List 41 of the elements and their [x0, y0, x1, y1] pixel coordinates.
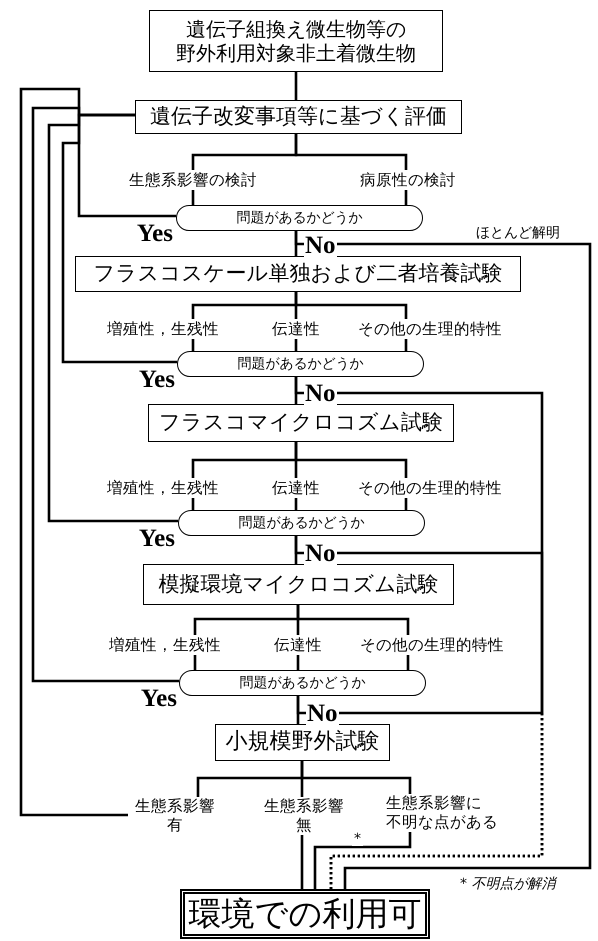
edge-label: ほとんど解明	[474, 226, 562, 240]
branch-text: 伝達性	[272, 635, 324, 655]
process-box: 遺伝子組換え微生物等の野外利用対象非土着微生物	[149, 10, 443, 72]
connector-line	[300, 761, 412, 794]
connector-line	[192, 190, 194, 205]
process-box: フラスコマイクロコズム試験	[148, 404, 454, 442]
connector-line	[294, 134, 408, 170]
connector-line	[406, 655, 410, 670]
decision-pill: 問題があるかどうか	[179, 670, 426, 696]
connector-line	[294, 72, 298, 100]
connector-line	[294, 339, 298, 351]
connector-line	[294, 231, 592, 889]
process-box: 模擬環境マイクロコズム試験	[143, 564, 454, 605]
connector-line	[404, 190, 408, 205]
connector-line	[404, 498, 408, 510]
decision-pill: 問題があるかどうか	[177, 351, 424, 377]
process-box: 小規模野外試験	[215, 724, 390, 761]
connector-line	[294, 498, 298, 510]
connector-line	[192, 498, 194, 510]
result-box: 環境での利用可	[180, 889, 430, 939]
connector-line	[48, 114, 178, 522]
connector-line	[404, 339, 408, 351]
connector-line	[294, 292, 408, 319]
process-box: フラスコスケール単独および二者培養試験	[75, 256, 521, 292]
connector-line	[314, 832, 412, 889]
branch-text: 伝達性	[270, 319, 322, 339]
connector-line	[20, 88, 135, 816]
connector-line	[294, 442, 408, 478]
decision-pill: 問題があるかどうか	[176, 205, 423, 231]
connector-line	[296, 655, 300, 670]
process-box: 遺伝子改変事項等に基づく評価	[135, 100, 462, 134]
connector-line	[296, 605, 410, 635]
connector-line	[32, 106, 179, 682]
edge-label: *	[352, 832, 363, 846]
decision-pill: 問題があるかどうか	[178, 510, 425, 536]
branch-text: 伝達性	[270, 478, 322, 498]
connector-line	[194, 655, 196, 670]
footnote: * 不明点が解消	[458, 877, 558, 891]
connector-line	[192, 339, 194, 351]
connector-line	[296, 696, 544, 889]
connector-line	[300, 835, 304, 889]
